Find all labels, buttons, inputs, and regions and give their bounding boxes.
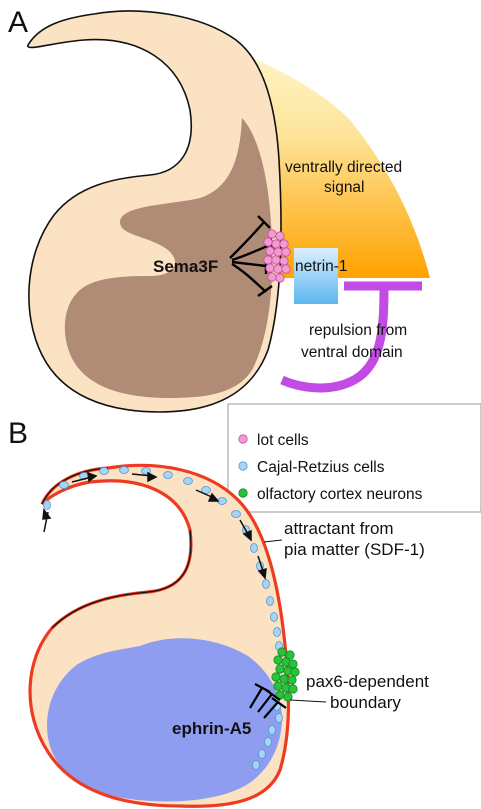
blue-circle-icon xyxy=(239,462,247,470)
pax6-label-line2: boundary xyxy=(330,693,401,712)
attractant-label-line2: pia matter (SDF-1) xyxy=(284,540,425,559)
panel-b-letter: B xyxy=(8,417,28,450)
sema3f-label: Sema3F xyxy=(153,257,218,276)
legend-item-cajal-retzius: Cajal-Retzius cells xyxy=(257,459,385,476)
ephrin-a5-label: ephrin-A5 xyxy=(172,719,251,738)
legend-item-lot-cells: lot cells xyxy=(257,432,309,449)
repulsion-label-line2: ventral domain xyxy=(301,344,403,361)
netrin-1-box xyxy=(294,248,338,304)
attractant-leader-line xyxy=(264,540,282,542)
pink-circle-icon xyxy=(239,435,247,443)
green-circle-icon xyxy=(239,489,247,497)
pax6-leader-line xyxy=(290,700,326,702)
netrin-1-label: netrin-1 xyxy=(295,258,348,275)
legend: lot cells Cajal-Retzius cells olfactory … xyxy=(228,404,481,512)
panel-a-letter: A xyxy=(8,6,28,39)
signal-label-line2: signal xyxy=(324,179,365,196)
repulsion-label-line1: repulsion from xyxy=(309,322,407,339)
signal-label-line1: ventrally directed xyxy=(285,159,402,176)
pax6-label-line1: pax6-dependent xyxy=(306,672,429,691)
legend-item-olfactory-cortex: olfactory cortex neurons xyxy=(257,486,423,503)
attractant-label-line1: attractant from xyxy=(284,519,394,538)
